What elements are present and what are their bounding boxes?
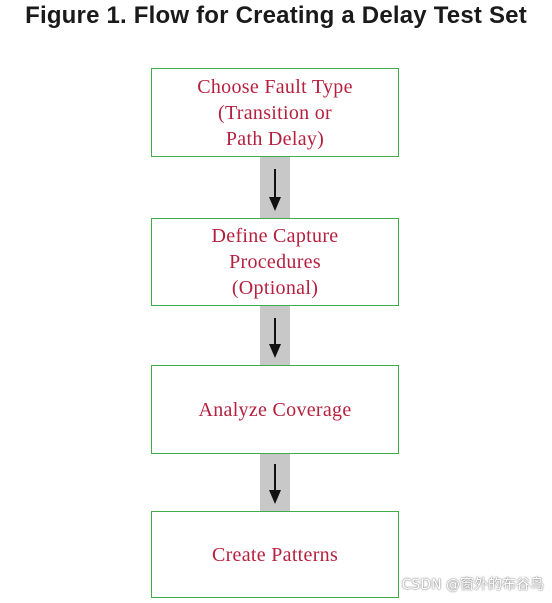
flow-step-define-capture-procedures: Define Capture Procedures (Optional) [151, 218, 399, 306]
flow-step-label: Choose Fault Type (Transition or Path De… [197, 75, 353, 150]
down-arrow-icon [269, 464, 281, 504]
flow-step-label: Analyze Coverage [198, 398, 352, 421]
down-arrow-icon [269, 318, 281, 358]
flow-step-create-patterns: Create Patterns [151, 511, 399, 598]
flow-connector [260, 157, 290, 218]
flow-connector [260, 306, 290, 365]
watermark: CSDN @窗外的布谷鸟 [401, 577, 544, 593]
flow-step-choose-fault-type: Choose Fault Type (Transition or Path De… [151, 68, 399, 157]
flow-step-label: Create Patterns [211, 543, 339, 566]
figure-title: Figure 1. Flow for Creating a Delay Test… [25, 2, 527, 29]
flow-step-analyze-coverage: Analyze Coverage [151, 365, 399, 454]
down-arrow-icon [269, 169, 281, 211]
flow-connector [260, 454, 290, 511]
flow-step-label: Define Capture Procedures (Optional) [211, 225, 339, 299]
